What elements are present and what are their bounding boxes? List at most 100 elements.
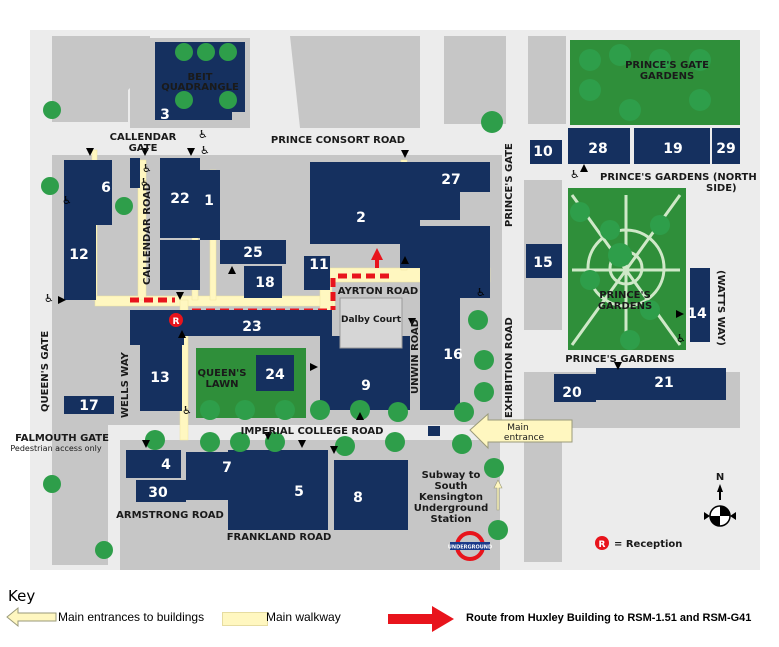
princes-gate-gardens-label-2: GARDENS: [640, 71, 694, 82]
svg-text:♿: ♿: [140, 176, 150, 189]
svg-text:♿: ♿: [200, 144, 210, 157]
key-route-arrow-icon: [388, 606, 454, 632]
north-compass: [704, 484, 736, 527]
route-arrow: [371, 248, 383, 268]
svg-text:♿: ♿: [198, 128, 208, 141]
building-24[interactable]: 24: [265, 367, 285, 383]
callendar-gate-label-2: GATE: [129, 143, 158, 154]
svg-text:♿: ♿: [476, 286, 486, 299]
main-entrance-label-1: Main: [507, 423, 529, 433]
exhibition-road-label: EXHIBITION ROAD: [504, 317, 515, 418]
building-17[interactable]: 17: [79, 398, 98, 414]
watts-way-label: (WATTS WAY): [715, 270, 726, 346]
key-main-entrances-label: Main entrances to buildings: [58, 610, 205, 624]
building-16[interactable]: 16: [443, 347, 462, 363]
buildings: [64, 42, 740, 530]
unwin-road-label: UNWIN ROAD: [410, 319, 421, 394]
svg-text:♿: ♿: [62, 194, 72, 207]
queens-lawn-label-1: QUEEN'S: [198, 368, 247, 379]
princes-gardens-north-label-1: PRINCE'S GARDENS (NORTH: [600, 172, 757, 183]
main-entrance-label-2: entrance: [504, 433, 545, 443]
subway-arrow: [493, 479, 503, 511]
building-22[interactable]: 22: [170, 191, 189, 207]
frankland-road-label: FRANKLAND ROAD: [227, 532, 332, 543]
key-title: Key: [8, 587, 36, 605]
building-8[interactable]: 8: [353, 490, 363, 506]
subway-label-2: South: [434, 481, 467, 492]
building-18[interactable]: 18: [255, 275, 274, 291]
campus-map: ♿♿ ♿♿ ♿♿ ♿♿ ♿♿ UNDERGROUND N R R = Recep…: [10, 30, 760, 570]
svg-text:♿: ♿: [142, 162, 152, 175]
subway-label-5: Station: [431, 514, 472, 525]
beit-quadrangle-label-1: BEIT: [188, 72, 213, 83]
building-28[interactable]: 28: [588, 141, 607, 157]
wells-way-label: WELLS WAY: [120, 351, 131, 418]
building-19[interactable]: 19: [663, 141, 682, 157]
building-9[interactable]: 9: [361, 378, 371, 394]
building-21[interactable]: 21: [654, 375, 673, 391]
reception-legend-icon: [595, 536, 609, 550]
falmouth-gate-label: FALMOUTH GATE: [15, 433, 109, 444]
callendar-road-label: CALLENDAR ROAD: [142, 183, 153, 285]
beit-quadrangle-label-2: QUADRANGLE: [161, 82, 239, 93]
armstrong-road-label: ARMSTRONG ROAD: [116, 510, 224, 521]
building-29[interactable]: 29: [716, 141, 735, 157]
key-walkway-swatch: [222, 612, 268, 626]
building-4[interactable]: 4: [161, 457, 171, 473]
north-label: N: [716, 472, 724, 483]
reception-marker-letter: R: [173, 317, 180, 327]
dalby-court-area: [339, 297, 403, 349]
wheelchair-icons: ♿♿ ♿♿ ♿♿ ♿♿ ♿♿: [44, 128, 686, 417]
callendar-gate-label-1: CALLENDAR: [110, 132, 177, 143]
subway-label-4: Underground: [414, 503, 488, 514]
svg-text:♿: ♿: [182, 404, 192, 417]
underground-bar: [450, 542, 490, 550]
reception-legend-letter: R: [599, 540, 606, 550]
building-5[interactable]: 5: [294, 484, 304, 500]
svg-text:♿: ♿: [570, 168, 580, 181]
entrance-booth: [428, 426, 440, 436]
building-14[interactable]: 14: [687, 306, 707, 322]
trees: [41, 43, 711, 559]
reception-legend-text: = Reception: [614, 539, 682, 550]
building-numbers: 1 2 3 4 5 6 7 8 9 10 11 12 13 14 15 16 1…: [69, 107, 735, 506]
key-main-walkway-label: Main walkway: [266, 610, 341, 624]
building-20[interactable]: 20: [562, 385, 582, 401]
building-30[interactable]: 30: [148, 485, 168, 501]
princes-gate-road-label: PRINCE'S GATE: [504, 143, 515, 227]
building-25[interactable]: 25: [243, 245, 262, 261]
building-1[interactable]: 1: [204, 193, 214, 209]
prince-consort-road-label: PRINCE CONSORT ROAD: [271, 135, 405, 146]
princes-gate-gardens-label-1: PRINCE'S GATE: [625, 60, 709, 71]
key-route-label: Route from Huxley Building to RSM-1.51 a…: [466, 612, 752, 624]
building-11[interactable]: 11: [309, 257, 328, 273]
building-3[interactable]: 3: [160, 107, 170, 123]
building-7[interactable]: 7: [222, 460, 232, 476]
building-10[interactable]: 10: [533, 144, 553, 160]
reception-marker[interactable]: [169, 313, 183, 327]
princes-gardens-north-label-2: SIDE): [706, 183, 737, 194]
subway-label-3: Kensington: [419, 492, 483, 503]
building-27[interactable]: 27: [441, 172, 460, 188]
building-6[interactable]: 6: [101, 180, 111, 196]
queens-gate-label: QUEEN'S GATE: [40, 331, 51, 412]
entrance-arrows: [58, 148, 684, 454]
building-15[interactable]: 15: [533, 255, 552, 271]
key-entrance-arrow-icon: [6, 606, 57, 628]
pedestrian-access-label: Pedestrian access only: [10, 444, 101, 453]
dalby-court-label: Dalby Court: [341, 315, 402, 325]
svg-text:♿: ♿: [44, 292, 54, 305]
building-13[interactable]: 13: [150, 370, 169, 386]
svg-text:♿: ♿: [676, 332, 686, 345]
underground-sign-text: UNDERGROUND: [448, 545, 492, 551]
princes-gardens-south-label: PRINCE'S GARDENS: [565, 354, 674, 365]
princes-gardens-label-1: PRINCE'S: [599, 290, 651, 301]
queens-lawn-label-2: LAWN: [205, 379, 238, 390]
main-entrance-arrow[interactable]: [469, 412, 573, 450]
building-12[interactable]: 12: [69, 247, 88, 263]
building-2[interactable]: 2: [356, 210, 366, 226]
building-23[interactable]: 23: [242, 319, 261, 335]
princes-gardens-label-2: GARDENS: [598, 301, 652, 312]
ayrton-road-label: AYRTON ROAD: [338, 286, 418, 297]
subway-label-1: Subway to: [422, 470, 481, 481]
